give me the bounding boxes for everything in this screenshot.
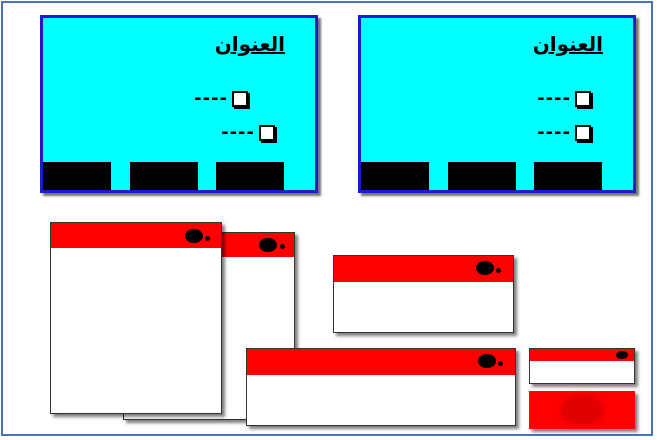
- option-label: ----: [194, 88, 228, 109]
- window-tiny-red[interactable]: [529, 391, 635, 429]
- option-row[interactable]: ----: [221, 122, 275, 143]
- option-row[interactable]: ----: [537, 88, 591, 109]
- window-front-tall[interactable]: [50, 222, 222, 414]
- checkbox-icon[interactable]: [575, 125, 591, 141]
- dot-icon: [498, 361, 503, 366]
- dot-icon[interactable]: [185, 229, 203, 243]
- glow-shape: [562, 396, 602, 424]
- option-row[interactable]: ----: [537, 122, 591, 143]
- option-label: ----: [537, 88, 571, 109]
- dot-icon: [496, 268, 501, 273]
- checkbox-icon[interactable]: [232, 91, 248, 107]
- option-label: ----: [221, 122, 255, 143]
- dot-icon[interactable]: [476, 261, 494, 275]
- option-row[interactable]: ----: [194, 88, 248, 109]
- softkey-middle[interactable]: [448, 162, 516, 190]
- checkbox-icon[interactable]: [259, 125, 275, 141]
- softkey-left[interactable]: [43, 162, 111, 190]
- dot-icon: [280, 244, 285, 249]
- screen-title: العنوان: [533, 32, 603, 56]
- dot-icon[interactable]: [478, 354, 496, 368]
- window-titlebar: [247, 349, 515, 375]
- window-medium[interactable]: [333, 255, 514, 333]
- softkey-middle[interactable]: [130, 162, 198, 190]
- screen-right: العنوان ---- ----: [358, 15, 636, 193]
- softkey-right[interactable]: [534, 162, 602, 190]
- screen-title: العنوان: [215, 32, 285, 56]
- dot-icon[interactable]: [616, 351, 628, 359]
- softkey-left[interactable]: [361, 162, 429, 190]
- checkbox-icon[interactable]: [575, 91, 591, 107]
- screen-left: العنوان ---- ----: [40, 15, 318, 193]
- softkey-right[interactable]: [216, 162, 284, 190]
- window-wide[interactable]: [246, 348, 516, 426]
- window-tiny[interactable]: [529, 348, 635, 384]
- dot-icon: [205, 236, 210, 241]
- option-label: ----: [537, 122, 571, 143]
- dot-icon[interactable]: [259, 238, 277, 252]
